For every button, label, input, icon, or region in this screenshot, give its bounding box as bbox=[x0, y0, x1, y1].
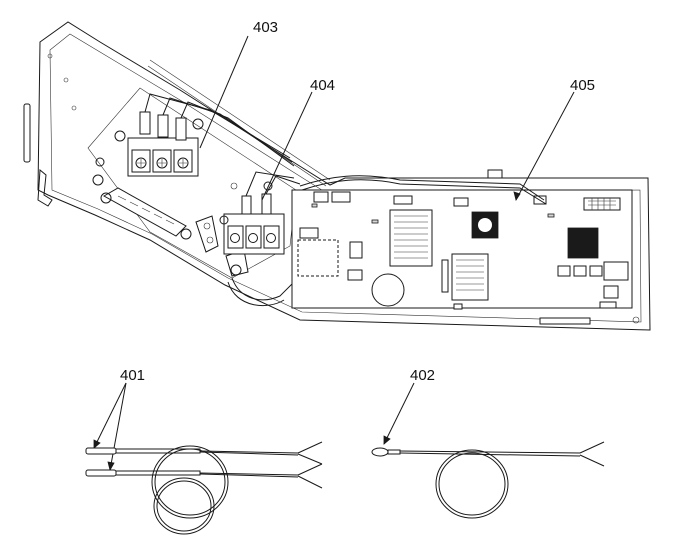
leader-404 bbox=[261, 91, 313, 201]
callout-403: 403 bbox=[253, 19, 278, 36]
mount-hole bbox=[63, 77, 69, 83]
screw bbox=[192, 118, 204, 130]
left-tab bbox=[37, 168, 53, 207]
capacitor bbox=[371, 273, 405, 307]
housing-flange bbox=[49, 33, 642, 323]
pcb-405 bbox=[291, 189, 633, 310]
terminal-screw bbox=[177, 157, 189, 169]
terminal-block-404 bbox=[219, 171, 301, 255]
wire-lug bbox=[157, 114, 169, 138]
cable bbox=[115, 448, 201, 454]
callout-401: 401 bbox=[120, 367, 145, 384]
cable-coil bbox=[153, 477, 215, 535]
housing-outline bbox=[37, 21, 651, 331]
wire-lug bbox=[175, 117, 187, 141]
terminal-screw bbox=[266, 233, 276, 243]
panel-rib bbox=[149, 59, 331, 181]
leader-403 bbox=[199, 35, 249, 149]
leader-401b bbox=[109, 382, 127, 471]
pin-header bbox=[583, 197, 621, 211]
terminal-screw bbox=[156, 157, 168, 169]
screw bbox=[230, 264, 242, 276]
mount-hole bbox=[47, 53, 53, 59]
wire-lug bbox=[241, 195, 252, 215]
mount-hole bbox=[632, 316, 640, 324]
callout-405: 405 bbox=[570, 77, 595, 94]
terminal-screw bbox=[135, 157, 147, 169]
terminal-screw bbox=[248, 233, 258, 243]
mount-hole bbox=[71, 105, 77, 111]
leader-405 bbox=[515, 91, 575, 201]
probe-bulb bbox=[371, 447, 389, 457]
relay-cover bbox=[297, 239, 339, 277]
screw bbox=[92, 174, 104, 186]
terminal-panel bbox=[87, 87, 297, 279]
top-harness bbox=[299, 175, 545, 201]
split-leads bbox=[579, 441, 605, 467]
sensor-402 bbox=[371, 441, 605, 519]
split-leads bbox=[297, 463, 323, 489]
probe-tip bbox=[85, 447, 117, 455]
leader-401a bbox=[93, 382, 127, 449]
sensor-401 bbox=[85, 441, 323, 535]
screw bbox=[114, 130, 126, 142]
cable bbox=[115, 470, 201, 476]
split-leads bbox=[297, 441, 323, 465]
main-ic bbox=[567, 227, 599, 259]
terminal-screw bbox=[230, 233, 240, 243]
probe-tip bbox=[85, 469, 117, 477]
terminal-strip bbox=[92, 157, 192, 240]
leader-402 bbox=[383, 382, 415, 445]
screw bbox=[95, 157, 105, 167]
terminal-block-403 bbox=[114, 93, 295, 177]
control-box-assembly bbox=[23, 21, 651, 331]
leader-lines bbox=[93, 35, 575, 472]
cable bbox=[399, 450, 581, 454]
inductor bbox=[451, 253, 489, 301]
bottom-rail bbox=[539, 317, 591, 325]
left-slot bbox=[23, 103, 31, 163]
cable-coil bbox=[151, 445, 229, 519]
callout-402: 402 bbox=[410, 367, 435, 384]
screw bbox=[180, 228, 192, 240]
callout-404: 404 bbox=[310, 77, 335, 94]
screw bbox=[100, 192, 112, 204]
harness-clip bbox=[487, 169, 503, 179]
screw bbox=[219, 215, 229, 225]
wire-lug bbox=[139, 111, 151, 135]
cable-coil bbox=[435, 449, 509, 519]
transformer-block bbox=[389, 209, 433, 267]
wire-harness bbox=[231, 257, 301, 301]
relay-clip bbox=[195, 215, 249, 277]
